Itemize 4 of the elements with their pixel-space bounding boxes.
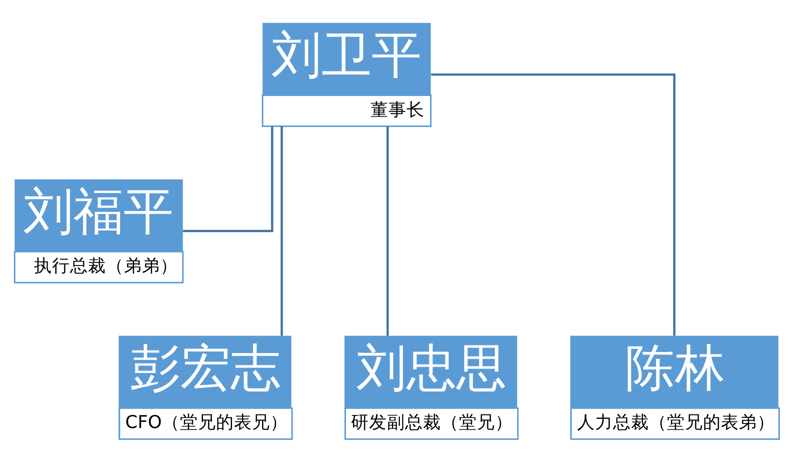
- connector: [431, 72, 676, 336]
- connector: [280, 126, 283, 336]
- connector: [182, 126, 274, 232]
- connector: [386, 126, 389, 336]
